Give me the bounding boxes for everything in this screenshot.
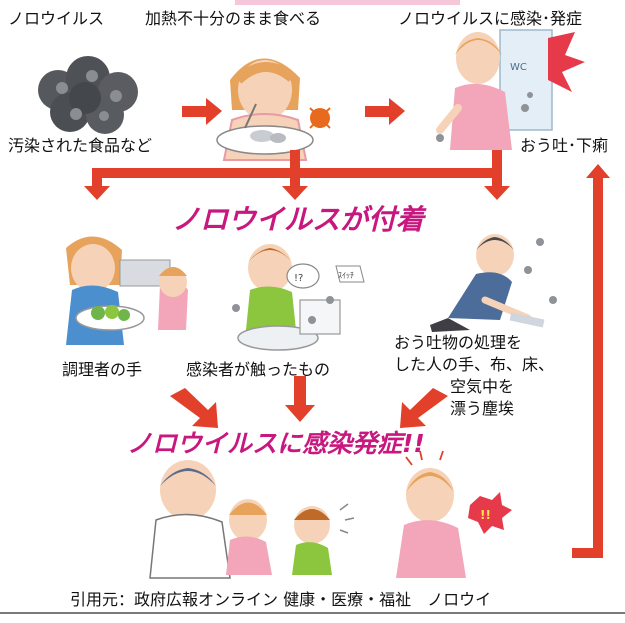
label-vomit-handling-1: おう吐物の処理を	[394, 333, 523, 352]
woman-eating-illustration	[216, 58, 331, 161]
return-arrow-icon	[572, 164, 610, 558]
switch-sign: ｽｲｯﾁ	[338, 271, 354, 280]
label-vomit-handling-3: 空気中を	[450, 377, 515, 396]
child-toilet-illustration: !? ｽｲｯﾁ	[232, 244, 365, 351]
caption-divider	[0, 612, 625, 614]
label-touched-items: 感染者が触ったもの	[186, 360, 331, 379]
alarm-sign: !!	[480, 508, 491, 522]
wc-sign: WC	[510, 62, 527, 73]
top-accent-bar	[235, 0, 460, 5]
arrow-2-icon	[365, 98, 405, 125]
shocked-woman-illustration: !!	[396, 450, 512, 578]
label-vomit-handling-4: 漂う塵埃	[450, 399, 515, 418]
label-contaminated-food: 汚染された食品など	[8, 136, 153, 155]
question-bubble: !?	[294, 273, 303, 284]
label-infection-onset: ノロウイルスに感染･発症	[398, 9, 583, 28]
label-vomit-handling-2: した人の手、布、床、	[394, 355, 555, 374]
label-eating-undercooked: 加熱不十分のまま食べる	[145, 9, 322, 28]
headline-infected-onset: ノロウイルスに感染発症!!	[127, 429, 425, 458]
label-cook-hands: 調理者の手	[62, 360, 143, 379]
source-caption: 引用元：政府広報オンライン 健康・医療・福祉 ノロウイ	[0, 588, 625, 623]
branch-arrows-icon	[84, 150, 510, 200]
converge-arrows-icon	[170, 376, 448, 428]
source-caption-text: 引用元：政府広報オンライン 健康・医療・福祉 ノロウイ	[70, 590, 492, 609]
man-cleaning-illustration	[430, 234, 557, 332]
virus-cloud-icon	[38, 56, 138, 134]
headline-virus-attached: ノロウイルスが付着	[172, 203, 425, 236]
label-vomit-diarrhea: おう吐･下痢	[520, 136, 609, 155]
cook-illustration	[66, 236, 188, 345]
label-norovirus: ノロウイルス	[8, 9, 105, 28]
sick-woman-illustration: WC	[436, 29, 585, 150]
sick-family-illustration	[149, 460, 355, 579]
arrow-1-icon	[182, 98, 222, 125]
